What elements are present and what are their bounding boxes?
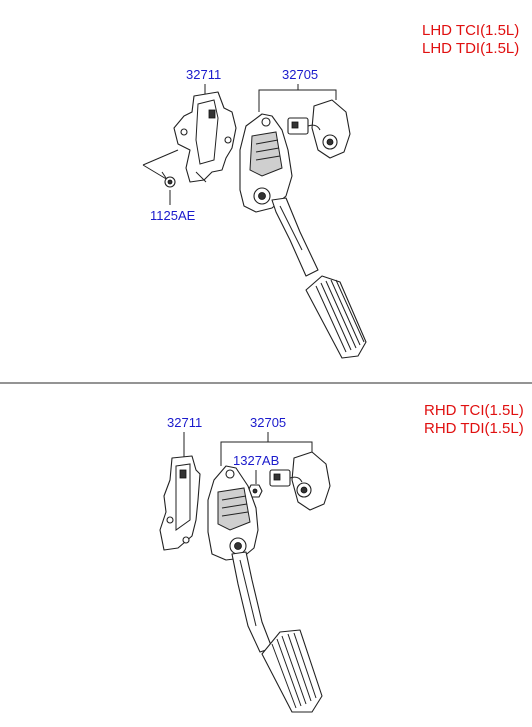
rhd-diagram: RHD TCI(1.5L) RHD TDI(1.5L) 32711 32705 … (159, 402, 524, 713)
lhd-label-pedal-assembly[interactable]: 32705 (282, 67, 318, 82)
rhd-label-nut[interactable]: 1327AB (233, 453, 279, 468)
lhd-diagram: LHD TCI(1.5L) LHD TDI(1.5L) 32711 32705 … (142, 22, 519, 359)
rhd-bracket-part (159, 455, 201, 551)
rhd-variant-line-2: RHD TDI(1.5L) (424, 420, 524, 437)
lhd-pedal-assembly-part (239, 99, 367, 359)
rhd-variant-line-1: RHD TCI(1.5L) (424, 402, 524, 419)
lhd-variant-line-1: LHD TCI(1.5L) (422, 22, 519, 39)
rhd-leader-lines (183, 432, 313, 484)
lhd-label-bolt[interactable]: 1125AE (150, 208, 196, 223)
lhd-bolt-part (161, 171, 176, 188)
rhd-label-pedal-assembly[interactable]: 32705 (250, 415, 286, 430)
rhd-pedal-assembly-part (207, 451, 331, 713)
lhd-pedal-pad-ribs (315, 279, 365, 353)
lhd-variant-line-2: LHD TDI(1.5L) (422, 40, 519, 57)
lhd-leader-lines (142, 84, 337, 205)
rhd-pedal-pad-ribs (271, 632, 317, 709)
rhd-label-bracket[interactable]: 32711 (167, 415, 202, 430)
lhd-bracket-part (173, 91, 237, 183)
lhd-label-bracket[interactable]: 32711 (186, 67, 221, 82)
